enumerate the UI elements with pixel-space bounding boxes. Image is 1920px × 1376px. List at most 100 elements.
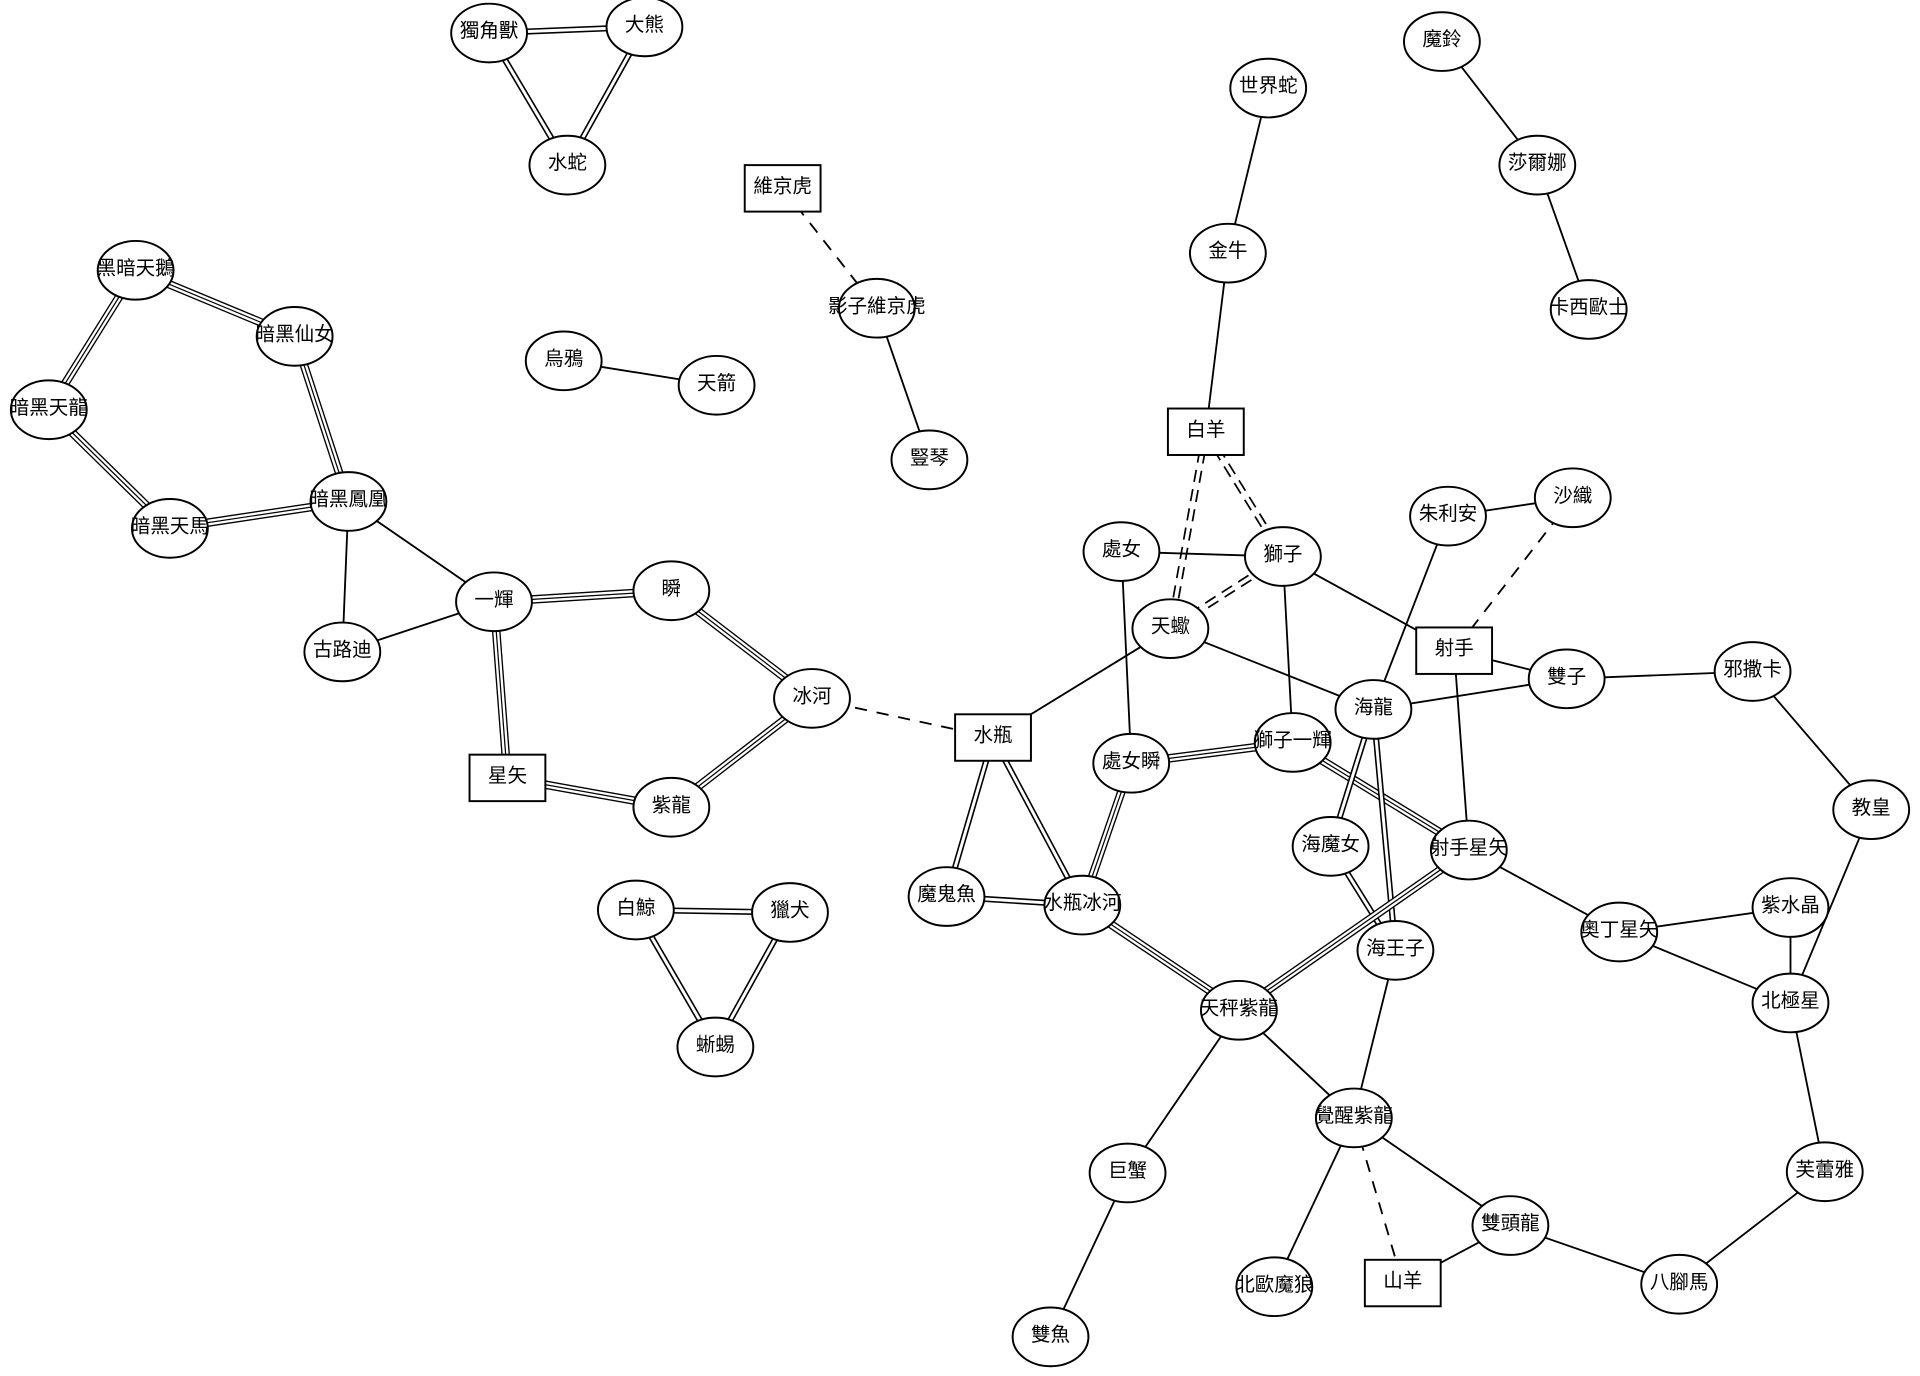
node-zhulian[interactable]: 朱利安 [1409,485,1487,547]
node-ellipse [890,429,969,491]
node-shijieshe[interactable]: 世界蛇 [1229,57,1308,119]
node-jinniu[interactable]: 金牛 [1188,222,1267,284]
node-baijing[interactable]: 白鯨 [596,879,675,941]
node-shuangtoulong[interactable]: 雙頭龍 [1471,1195,1550,1256]
node-anheifenghuang[interactable]: 暗黑鳳凰 [309,471,388,532]
node-sheshouxingshi[interactable]: 射手星矢 [1430,819,1508,881]
node-shuangzi[interactable]: 雙子 [1527,648,1606,710]
node-label: 魔鬼魚 [917,883,976,906]
node-ellipse [1527,648,1606,710]
node-tianjian[interactable]: 天箭 [677,354,756,416]
node-aodingxingshi[interactable]: 奧丁星矢 [1580,901,1659,963]
node-zishuijing[interactable]: 紫水晶 [1751,877,1830,938]
node-chunvshun[interactable]: 處女瞬 [1092,732,1171,794]
node-wuya[interactable]: 烏鴉 [524,330,603,392]
node-shuqin[interactable]: 豎琴 [890,429,969,491]
node-shun[interactable]: 瞬 [632,560,711,622]
node-ellipse [1088,1142,1167,1204]
node-xiesaka[interactable]: 邪撒卡 [1713,641,1792,702]
node-shanyang[interactable]: 山羊 [1363,1258,1442,1308]
node-heiantiane[interactable]: 黑暗天鵝 [96,239,175,301]
edge-single [1789,809,1873,1004]
node-label: 教皇 [1852,796,1891,819]
node-beijixing[interactable]: 北極星 [1751,972,1830,1034]
node-box [1166,407,1245,456]
node-baiyang[interactable]: 白羊 [1166,407,1245,456]
node-kaxiōushi[interactable]: 卡西歐士 [1550,279,1628,340]
node-moling[interactable]: 魔鈴 [1403,11,1481,72]
node-label: 雙頭龍 [1481,1212,1540,1235]
node-anheitianlong[interactable]: 暗黑天龍 [10,379,88,441]
node-xingshi[interactable]: 星矢 [468,753,547,803]
node-anheixiannv[interactable]: 暗黑仙女 [255,306,334,367]
node-tianxie[interactable]: 天蠍 [1131,598,1210,660]
node-box [743,164,822,213]
node-ellipse [1082,521,1161,582]
node-ellipse [524,330,603,392]
node-shizi[interactable]: 獅子 [1244,526,1322,587]
node-tianchengzilong[interactable]: 天秤紫龍 [1200,979,1278,1041]
node-label: 莎爾娜 [1508,151,1567,174]
node-zilong[interactable]: 紫龍 [632,776,711,838]
node-haimonv[interactable]: 海魔女 [1291,816,1370,877]
node-shuipingbinghe[interactable]: 水瓶冰河 [1043,874,1121,936]
node-shiziyihui[interactable]: 獅子一輝 [1254,712,1332,773]
edge-double-dashed [1166,431,1205,629]
node-label: 星矢 [488,764,527,787]
node-ellipse [1580,901,1659,963]
node-moguiyu[interactable]: 魔鬼魚 [907,866,986,927]
node-daxiong[interactable]: 大熊 [605,0,684,58]
node-label: 北歐魔狼 [1235,1273,1313,1296]
node-ellipse [255,306,334,367]
node-ellipse [751,882,829,943]
node-label: 暗黑鳳凰 [309,488,387,511]
node-label: 卡西歐士 [1550,296,1628,319]
node-anheitianma[interactable]: 暗黑天馬 [131,498,209,559]
node-bajiaoma[interactable]: 八腳馬 [1640,1253,1719,1315]
node-haiwangzi[interactable]: 海王子 [1356,920,1435,981]
node-yihui[interactable]: 一輝 [455,571,533,633]
node-juexingzilong[interactable]: 覺醒紫龍 [1315,1087,1393,1149]
node-ellipse [1188,222,1267,284]
node-label: 瞬 [662,577,682,600]
node-shuiping[interactable]: 水瓶 [954,713,1032,762]
node-yingziweijinghu[interactable]: 影子維京虎 [828,277,926,339]
node-ellipse [1533,467,1612,529]
node-fuleiya[interactable]: 芙蕾雅 [1785,1141,1864,1203]
node-beioumolang[interactable]: 北歐魔狼 [1235,1256,1314,1318]
node-shuangyu[interactable]: 雙魚 [1011,1306,1090,1368]
node-shazhi[interactable]: 沙織 [1533,467,1612,529]
node-label: 魔鈴 [1422,28,1462,51]
node-ellipse [1334,679,1413,740]
node-label: 奧丁星矢 [1580,918,1658,941]
node-label: 水瓶 [973,724,1012,747]
node-ellipse [1751,972,1830,1034]
node-label: 雙子 [1547,665,1586,688]
node-dujiaoshou[interactable]: 獨角獸 [450,2,528,64]
node-box [954,713,1032,762]
node-jiaohuang[interactable]: 教皇 [1832,779,1911,841]
node-ellipse [1640,1253,1719,1315]
node-shaerna[interactable]: 莎爾娜 [1498,134,1577,196]
edge-triple-center [1238,849,1470,1011]
node-binghe[interactable]: 冰河 [773,668,851,729]
node-guludi[interactable]: 古路迪 [303,621,382,683]
node-label: 黑暗天鵝 [97,256,175,279]
node-label: 豎琴 [910,446,949,469]
node-label: 山羊 [1383,1269,1422,1292]
node-ellipse [1832,779,1911,841]
node-xiyi[interactable]: 蜥蜴 [676,1016,755,1078]
node-sheshou[interactable]: 射手 [1415,626,1494,675]
node-chunv[interactable]: 處女 [1082,521,1161,582]
node-hailong[interactable]: 海龍 [1334,679,1413,740]
node-ellipse [1235,1256,1314,1318]
node-label: 海魔女 [1301,832,1360,855]
node-juxie[interactable]: 巨蟹 [1088,1142,1167,1204]
node-liequan[interactable]: 獵犬 [751,882,829,943]
node-ellipse [1498,134,1577,196]
node-shuishe[interactable]: 水蛇 [528,134,607,196]
node-ellipse [1713,641,1792,702]
node-weijinghu[interactable]: 維京虎 [743,164,822,213]
node-ellipse [773,668,851,729]
node-ellipse [96,239,175,301]
